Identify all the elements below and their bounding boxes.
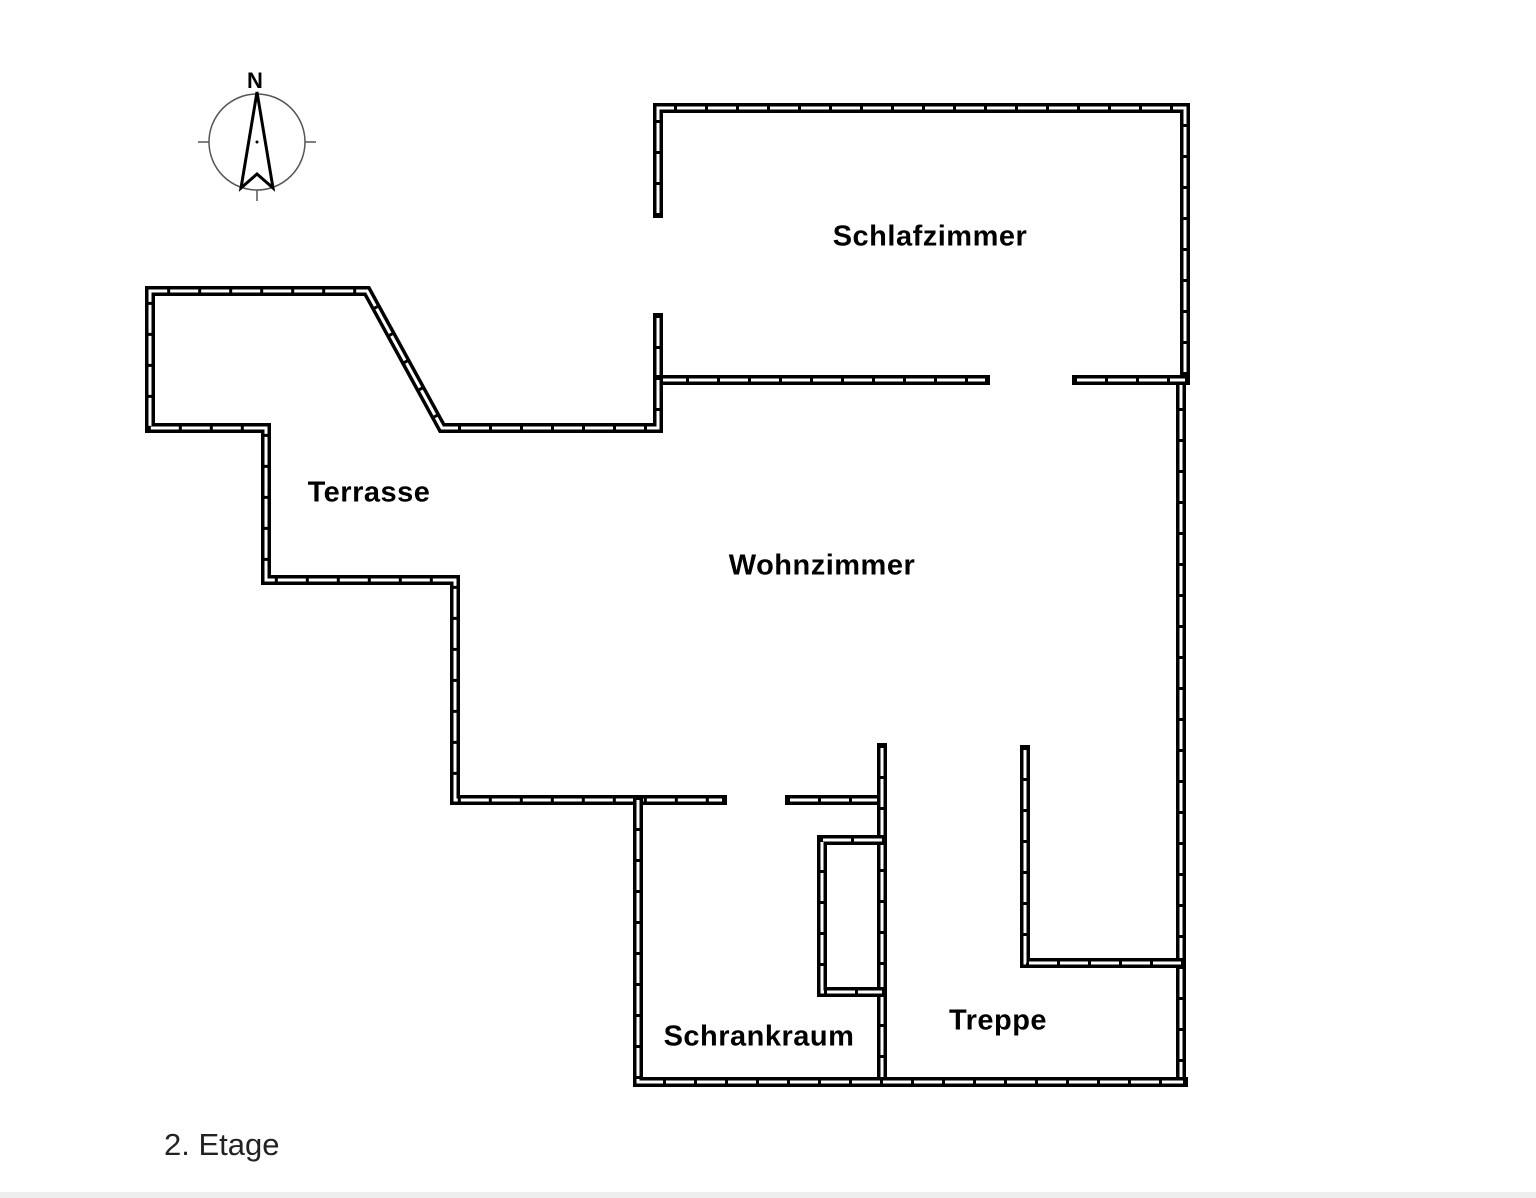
wall-treppe-inner xyxy=(1023,750,1181,965)
wall-terrasse xyxy=(148,289,722,802)
wall-schlafzimmer-outer xyxy=(656,106,1187,380)
wall-schlafzimmer-south-west xyxy=(656,318,985,382)
wall-terrasse xyxy=(145,286,727,805)
wall-schrankraum xyxy=(636,800,1183,1084)
compass-icon xyxy=(198,91,316,201)
room-label-terrasse: Terrasse xyxy=(307,476,431,509)
room-label-wohnzimmer: Wohnzimmer xyxy=(728,549,916,582)
wall-closet-box xyxy=(817,835,887,997)
compass-north-label: N xyxy=(247,68,263,93)
wall-schlafzimmer-south-west xyxy=(653,313,990,385)
wall-treppe-inner xyxy=(1020,745,1186,968)
room-label-treppe: Treppe xyxy=(948,1004,1048,1037)
wall-closet-box xyxy=(820,838,882,994)
room-label-schlafzimmer: Schlafzimmer xyxy=(832,220,1028,253)
floor-label: 2. Etage xyxy=(164,1127,280,1162)
room-label-schrankraum: Schrankraum xyxy=(663,1020,855,1053)
divider xyxy=(0,1192,1536,1198)
